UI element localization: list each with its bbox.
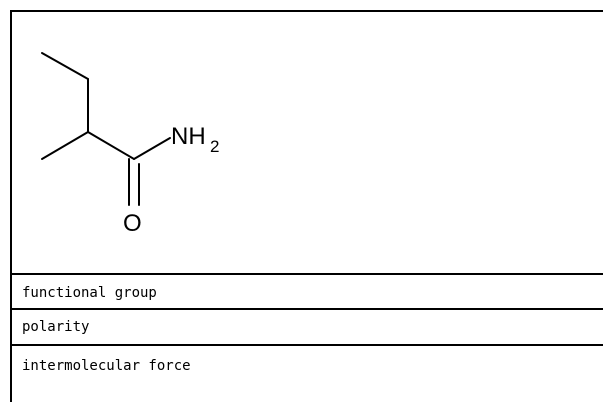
row-label: polarity (22, 319, 90, 335)
row-intermolecular-force: intermolecular force (12, 346, 603, 404)
bond-methyl (41, 131, 89, 160)
oxygen-label: O (123, 210, 142, 237)
row-label: functional group (22, 285, 157, 301)
row-functional-group: functional group (12, 275, 603, 310)
amine-label: NH (171, 123, 206, 150)
amine-subscript: 2 (210, 137, 219, 156)
bond-ethyl-ch3 (41, 52, 89, 80)
bond-alpha-carbonyl (87, 131, 135, 160)
row-polarity: polarity (12, 310, 603, 346)
property-table: NH 2 O functional group polarity intermo… (10, 10, 603, 402)
structure-cell: NH 2 O (12, 12, 603, 275)
skeletal-structure: NH 2 O (41, 52, 219, 237)
row-label: intermolecular force (22, 358, 191, 374)
bond-c-n (133, 137, 171, 160)
